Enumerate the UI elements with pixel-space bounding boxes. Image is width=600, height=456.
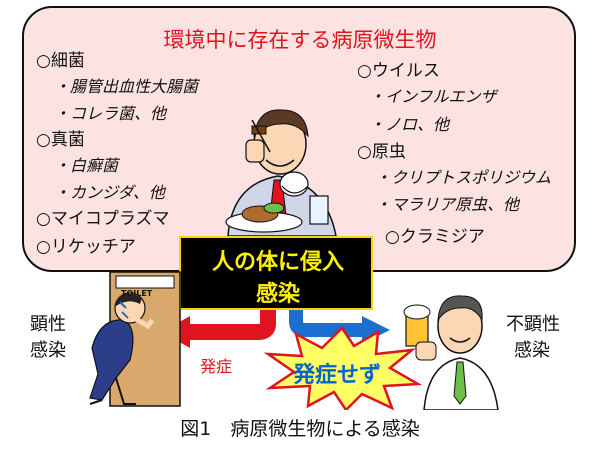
virus-item-influenza: ・インフルエンザ	[369, 86, 497, 108]
onset-label: 発症	[200, 353, 232, 377]
inapparent-infection-label-1: 不顕性	[506, 312, 560, 338]
overt-infection-label-1: 顕性	[30, 312, 66, 338]
protozoa-item-malaria: ・マラリア原虫、他	[375, 194, 519, 216]
protozoa-heading: ○原虫	[357, 141, 406, 163]
virus-item-noro: ・ノロ、他	[369, 114, 449, 136]
mycoplasma-heading: ○マイコプラズマ	[36, 208, 170, 230]
protozoa-item-cryptosporidium: ・クリプトスポリジウム	[375, 167, 551, 189]
fungi-item-candida: ・カンジダ、他	[54, 182, 165, 204]
no-onset-label: 発症せず	[293, 357, 381, 389]
toilet-sign: TOILET	[121, 289, 152, 298]
virus-heading: ○ウイルス	[357, 60, 440, 82]
fungi-item-trichophyton: ・白癬菌	[54, 155, 118, 177]
panel-title: 環境中に存在する病原微生物	[0, 24, 600, 54]
eating-person-illustration	[208, 96, 358, 236]
inapparent-infection-label-2: 感染	[514, 338, 550, 364]
center-line-infection: 感染	[181, 276, 375, 308]
figure-caption: 図1 病原微生物による感染	[0, 414, 600, 441]
bacteria-heading: ○細菌	[36, 50, 85, 72]
bacteria-item-ehec: ・腸管出血性大腸菌	[54, 76, 198, 98]
bacteria-item-cholera: ・コレラ菌、他	[54, 103, 166, 125]
center-line-invasion: 人の体に侵入	[181, 244, 375, 276]
beer-man-illustration	[402, 286, 502, 410]
infection-box: 人の体に侵入 感染	[179, 236, 373, 310]
fungi-heading: ○真菌	[36, 129, 85, 151]
chlamydia-heading: ○クラミジア	[385, 226, 485, 248]
rickettsia-heading: ○リケッチア	[36, 236, 136, 258]
overt-infection-label-2: 感染	[30, 338, 66, 364]
